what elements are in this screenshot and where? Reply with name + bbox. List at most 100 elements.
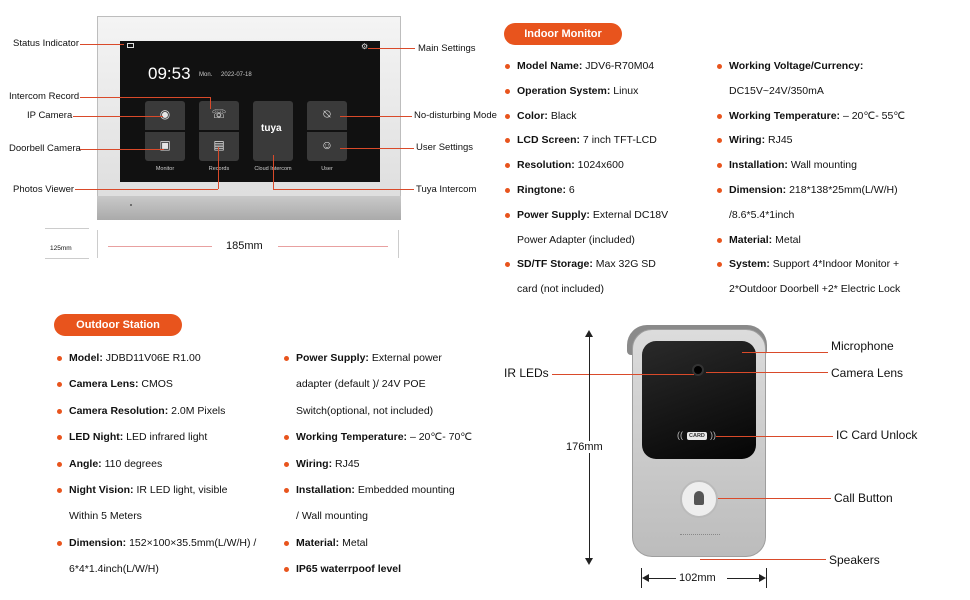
spec-line: Power Supply: External power (296, 352, 442, 365)
ip-camera-tile[interactable]: ◉ (145, 101, 185, 130)
spec-label: Working Temperature: (296, 431, 408, 444)
nfc-right-icon: )) (710, 430, 716, 440)
height-dim-arrow-up (585, 330, 593, 337)
spec-line: Working Temperature: – 20℃- 55℃ (729, 110, 905, 123)
callout-line (273, 189, 414, 190)
spec-label: System: (729, 258, 770, 271)
callout-line (718, 498, 831, 499)
spec-line: Material: Metal (296, 537, 368, 550)
spec-line: Wiring: RJ45 (296, 458, 360, 471)
callout-line (368, 48, 415, 49)
spec-value: Black (547, 109, 577, 122)
tuya-intercom-tile[interactable]: tuya (253, 101, 293, 161)
callout-line (716, 436, 833, 437)
spec-label: LCD Screen: (517, 134, 581, 147)
spec-bullet (717, 188, 722, 193)
spec-line: Model: JDBD11V06E R1.00 (69, 352, 201, 365)
callout-call-button: Call Button (834, 491, 893, 505)
width-dim-line (648, 578, 676, 579)
spec-value: External DC18V (589, 208, 669, 221)
camera-lens-icon (692, 364, 704, 376)
dimension-tick-left (97, 230, 98, 258)
spec-line: Within 5 Meters (69, 510, 142, 523)
doorbell-camera-tile[interactable]: ▣ (145, 132, 185, 161)
spec-value: card (not included) (517, 283, 604, 296)
spec-line: Camera Resolution: 2.0M Pixels (69, 405, 225, 418)
settings-gear-icon[interactable]: ⚙ (361, 42, 369, 51)
spec-line: / Wall mounting (296, 510, 368, 523)
spec-value: 152×100×35.5mm(L/W/H) / (126, 536, 257, 549)
spec-line: Resolution: 1024x600 (517, 159, 624, 172)
spec-value: CMOS (138, 378, 173, 391)
dimension-tick-bottom (45, 258, 89, 259)
width-dim-tick-right (766, 568, 767, 588)
spec-line: 2*Outdoor Doorbell +2* Electric Lock (729, 283, 900, 296)
spec-bullet (717, 163, 722, 169)
spec-label: Installation: (296, 484, 355, 496)
spec-label: SD/TF Storage: (517, 258, 593, 271)
callout-line (340, 116, 412, 117)
spec-line: adapter (default )/ 24V POE (296, 378, 426, 391)
callout-tuya-intercom: Tuya Intercom (416, 184, 477, 195)
spec-label: Power Supply: (296, 352, 369, 364)
photos-viewer-tile[interactable]: ▤ (199, 132, 239, 161)
spec-label: Material: (729, 233, 773, 246)
callout-speakers: Speakers (829, 553, 880, 567)
spec-bullet (284, 356, 289, 361)
callout-photos-viewer: Photos Viewer (13, 184, 75, 195)
callout-user-settings: User Settings (416, 142, 474, 153)
nfc-left-icon: (( (677, 430, 683, 440)
spec-value: – 20℃- 70℃ (407, 431, 473, 444)
phone-log-icon: ☏ (211, 107, 227, 121)
spec-bullet (505, 163, 510, 169)
monitor-width-dim: 185mm (226, 240, 263, 252)
spec-label: LED Night: (69, 431, 124, 444)
callout-microphone: Microphone (831, 339, 894, 353)
spec-bullet (284, 540, 289, 546)
spec-bullet (284, 435, 289, 441)
spec-line: Working Voltage/Currency: (729, 60, 863, 73)
spec-bullet (505, 138, 510, 144)
tile-caption-cloud-intercom: Cloud Intercom (254, 166, 292, 172)
speaker-grille (680, 534, 720, 537)
spec-value: JDBD11V06E R1.00 (102, 352, 201, 364)
tile-caption-records: Records (199, 166, 239, 172)
spec-value: 6*4*1.4inch(L/W/H) (69, 563, 159, 576)
spec-line: Model Name: JDV6-R70M04 (517, 60, 654, 73)
callout-line (218, 147, 219, 189)
user-settings-tile[interactable]: ☺ (307, 132, 347, 161)
spec-value: Switch(optional, not included) (296, 404, 434, 417)
monitor-bottom-led (130, 204, 132, 206)
spec-bullet (717, 113, 722, 119)
spec-label: Dimension: (729, 184, 787, 196)
spec-bullet (505, 262, 510, 268)
spec-value: External power (368, 352, 442, 364)
spec-label: Wiring: (296, 457, 333, 470)
callout-ip-camera: IP Camera (27, 110, 73, 121)
spec-bullet (505, 64, 510, 69)
callout-line (80, 44, 124, 45)
spec-value: 6 (566, 184, 575, 196)
width-dim-line (727, 578, 759, 579)
spec-label: Angle: (69, 457, 102, 470)
spec-line: Installation: Embedded mounting (296, 484, 455, 497)
spec-value: Max 32G SD (592, 258, 656, 271)
spec-value: Within 5 Meters (69, 510, 142, 523)
intercom-record-tile[interactable]: ☏ (199, 101, 239, 130)
spec-line: Installation: Wall mounting (729, 159, 857, 172)
spec-value: IR LED light, visible (133, 484, 228, 496)
spec-value: Metal (339, 536, 368, 549)
spec-bullet (57, 408, 62, 414)
spec-bullet (284, 488, 289, 493)
spec-bullet (284, 461, 289, 467)
spec-bullet (505, 88, 510, 94)
monitor-height-dim: 125mm (50, 245, 72, 252)
spec-line: Angle: 110 degrees (69, 458, 162, 471)
no-disturbing-tile[interactable]: ⍉ (307, 101, 347, 130)
tile-caption-user: User (321, 166, 333, 172)
spec-line: System: Support 4*Indoor Monitor + (729, 258, 899, 271)
spec-value: – 20℃- 55℃ (840, 109, 906, 122)
bell-off-icon: ⍉ (323, 107, 331, 121)
spec-value: 2*Outdoor Doorbell +2* Electric Lock (729, 283, 901, 296)
spec-value: Metal (772, 233, 801, 246)
